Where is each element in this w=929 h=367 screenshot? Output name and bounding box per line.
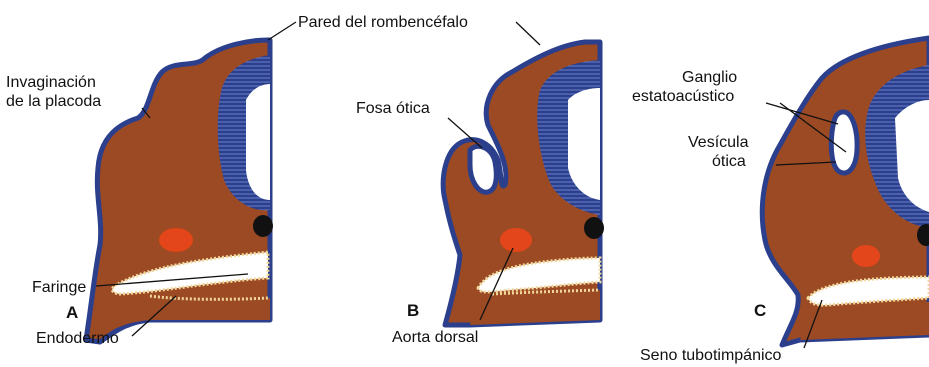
panel-b-otic-pit	[470, 146, 496, 192]
panel-letter-a: A	[66, 303, 78, 322]
label-ganglio-line2: estatoacústico	[632, 88, 734, 105]
panel-c-aorta	[852, 245, 880, 267]
label-invaginacion-line1: Invaginación	[6, 74, 96, 91]
panel-b-notochord	[584, 217, 604, 239]
panel-letter-c: C	[754, 301, 766, 320]
label-faringe: Faringe	[32, 279, 86, 296]
panel-b-aorta	[500, 228, 532, 252]
panel-letter-b: B	[407, 301, 419, 320]
panel-c-otic-vesicle	[831, 112, 857, 173]
label-vesicula-line1: Vesícula	[688, 134, 749, 151]
label-endodermo: Endodermo	[36, 330, 119, 347]
label-invaginacion-line2: de la placoda	[6, 93, 101, 110]
label-ganglio-line1: Ganglio	[682, 69, 737, 86]
label-seno-tubotimpanico: Seno tubotimpánico	[640, 347, 782, 364]
label-vesicula-line2: ótica	[712, 153, 746, 170]
panel-a-notochord	[253, 215, 273, 237]
panel-c-illustration	[762, 38, 929, 345]
label-aorta-dorsal: Aorta dorsal	[392, 329, 478, 346]
label-pared-rombencefalo: Pared del rombencéfalo	[298, 14, 468, 31]
panel-a-aorta	[159, 228, 193, 252]
panel-a-illustration	[86, 40, 273, 342]
label-fosa-otica: Fosa ótica	[356, 100, 430, 117]
panel-b-illustration	[443, 42, 604, 325]
